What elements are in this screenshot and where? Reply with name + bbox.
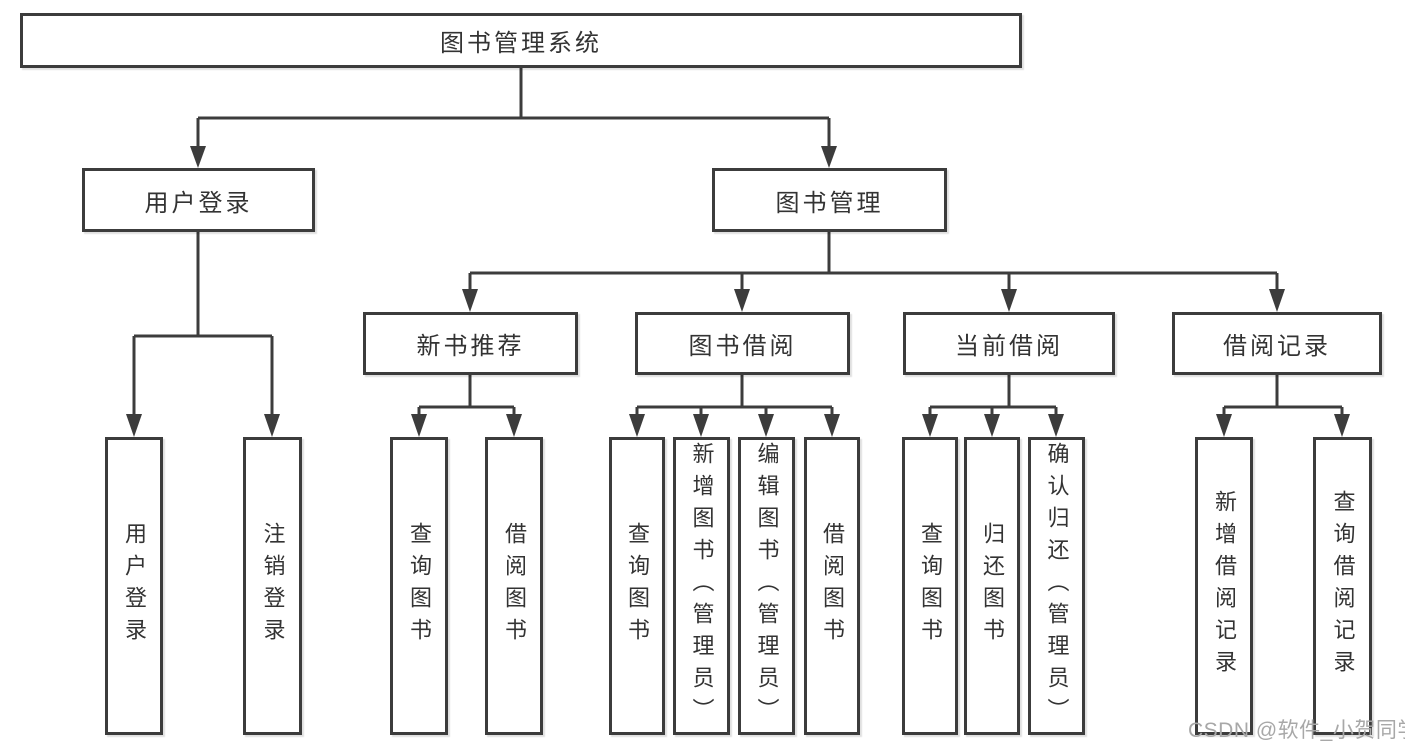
node-current-borrowing: 当前借阅	[903, 312, 1115, 375]
watermark-csdn: CSDN @软件_小贺同学	[1188, 719, 1405, 742]
connector-current-borrowing-to-leaves	[922, 375, 1064, 437]
connector-root-to-level2	[190, 68, 837, 168]
connector-book-borrowing-to-leaves	[629, 375, 840, 437]
node-new-book-recommendation: 新书推荐	[363, 312, 578, 375]
leaf-user-login: 用户登录	[105, 437, 163, 735]
leaf-add-books-admin: 新增图书（管理员）	[673, 437, 730, 735]
leaf-return-books: 归还图书	[964, 437, 1020, 735]
leaf-edit-books-admin: 编辑图书（管理员）	[738, 437, 795, 735]
leaf-logout: 注销登录	[243, 437, 302, 735]
leaf-borrow-books-borrowing: 借阅图书	[804, 437, 860, 735]
leaf-query-borrow-record: 查询借阅记录	[1313, 437, 1372, 735]
node-user-login: 用户登录	[82, 168, 315, 232]
node-library-management-system: 图书管理系统	[20, 13, 1022, 68]
leaf-query-books-borrowing: 查询图书	[609, 437, 665, 735]
connector-new-book-recommendation-to-leaves	[411, 375, 522, 437]
leaf-add-borrow-record: 新增借阅记录	[1195, 437, 1253, 735]
node-borrowing-records: 借阅记录	[1172, 312, 1382, 375]
connector-book-management-to-level3	[462, 232, 1285, 312]
leaf-confirm-return-admin: 确认归还（管理员）	[1028, 437, 1085, 735]
node-book-management: 图书管理	[712, 168, 947, 232]
node-book-borrowing: 图书借阅	[635, 312, 850, 375]
leaf-query-books-recommend: 查询图书	[390, 437, 448, 735]
connector-borrowing-records-to-leaves	[1216, 375, 1350, 437]
connector-user-login-to-leaves	[126, 232, 280, 437]
leaf-query-books-current: 查询图书	[902, 437, 958, 735]
leaf-borrow-books-recommend: 借阅图书	[485, 437, 543, 735]
